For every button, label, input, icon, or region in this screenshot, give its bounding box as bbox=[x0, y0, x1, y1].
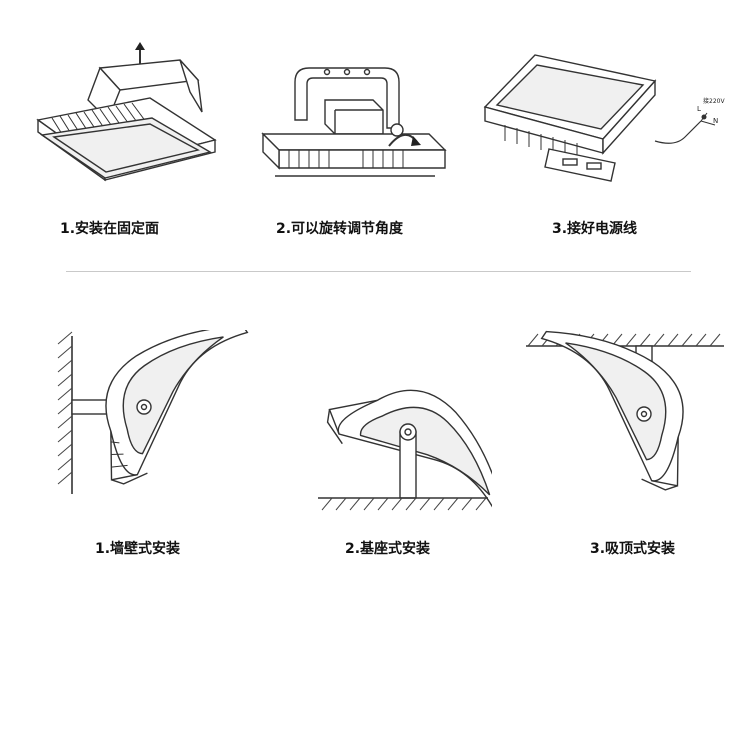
wire-label-n: N bbox=[713, 117, 718, 125]
base-mount-figure bbox=[312, 302, 492, 514]
fixed-surface-mount-drawing bbox=[36, 42, 217, 182]
caption-wall-mount: 1.墙壁式安装 bbox=[95, 541, 181, 557]
section-divider bbox=[66, 271, 691, 272]
wall-mount-figure bbox=[50, 330, 280, 500]
caption-ceiling-mount: 3.吸顶式安装 bbox=[590, 541, 676, 557]
fixed-surface-mount-figure bbox=[30, 40, 230, 190]
caption-base-mount: 2.基座式安装 bbox=[345, 541, 431, 557]
base-mount-drawing bbox=[318, 389, 492, 514]
caption-connect-power-cable: 3.接好电源线 bbox=[552, 221, 638, 237]
wire-label-l: L bbox=[697, 105, 701, 113]
connect-power-cable-drawing: L N 接220V bbox=[483, 54, 725, 182]
caption-fixed-surface-mount: 1.安装在固定面 bbox=[60, 221, 160, 237]
ceiling-mount-figure bbox=[520, 328, 730, 498]
rotate-adjust-angle-drawing bbox=[261, 67, 447, 177]
rotate-adjust-angle-figure bbox=[255, 50, 455, 190]
wire-label-voltage: 接220V bbox=[703, 97, 725, 105]
caption-rotate-adjust-angle: 2.可以旋转调节角度 bbox=[276, 221, 404, 237]
ceiling-mount-drawing bbox=[526, 330, 724, 491]
connect-power-cable-figure: L N 接220V bbox=[475, 45, 725, 190]
wall-mount-drawing bbox=[57, 330, 249, 494]
